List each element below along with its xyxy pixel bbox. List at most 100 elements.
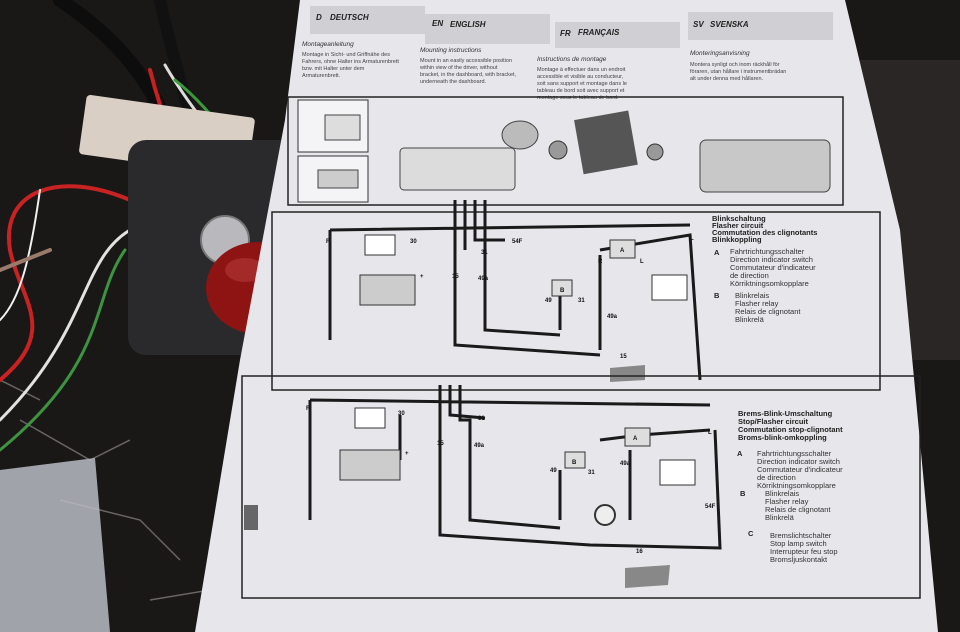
subtitle-en: Mounting instructions — [420, 47, 482, 54]
d1-legend-line: Fahrtrichtungsschalter — [730, 247, 805, 256]
d1-legend-key: B — [714, 291, 720, 300]
text-de-4: Armaturenbrett. — [302, 73, 341, 79]
d1-label: A — [620, 248, 625, 254]
d2-legend-line: Interrupteur feu stop — [770, 547, 838, 556]
d1-legend-key: A — [714, 248, 720, 257]
d2-legend-key: A — [737, 449, 743, 458]
d1-legend-line: Körriktningsomkopplare — [730, 279, 809, 288]
header-badge-de: D — [316, 13, 322, 22]
d2-legend-line: Commutateur d'indicateur — [757, 465, 843, 474]
d1-legend-line: Direction indicator switch — [730, 255, 813, 264]
d2-label: 49a — [620, 461, 631, 467]
d2-legend-line: Fahrtrichtungsschalter — [757, 449, 832, 458]
knob-highlight — [225, 258, 265, 282]
text-sv-2: föraren, utan hållare i instrumentbrädan — [690, 68, 786, 75]
d2-title: Brems-Blink-Umschaltung — [738, 409, 833, 418]
d1-title: Blinkkoppling — [712, 235, 762, 244]
header-language-en: ENGLISH — [450, 20, 486, 29]
d2-label: 16 — [636, 549, 643, 555]
d2-label: L — [708, 430, 712, 436]
d2-legend-line: de direction — [757, 473, 796, 482]
text-sv-3: alt under denna med hållaren. — [690, 75, 764, 82]
d1-label: 30 — [410, 239, 417, 245]
d1-legend-line: de direction — [730, 271, 769, 280]
d2-label: 49a — [474, 443, 485, 449]
d2-label: 54F — [705, 504, 716, 510]
subtitle-sv: Monteringsanvisning — [690, 50, 750, 57]
d1-label: 54F — [512, 239, 523, 245]
d2-label: B — [572, 460, 577, 466]
d1-label: 31 — [481, 250, 488, 256]
d1-label: B — [560, 288, 565, 294]
text-fr-5: montage sous le tableau de bord. — [537, 95, 619, 101]
d2-legend-line: Bremslichtschalter — [770, 531, 832, 540]
subtitle-fr: Instructions de montage — [537, 56, 607, 63]
text-sv-1: Montera synligt och inom räckhåll för — [690, 61, 780, 68]
header-language-fr: FRANÇAIS — [578, 28, 620, 37]
header-badge-fr: FR — [560, 29, 571, 38]
d2-label: 30 — [398, 411, 405, 417]
text-fr-1: Montage à effectuer dans un endroit — [537, 67, 626, 73]
d1-label: + — [420, 274, 424, 280]
d2-legend-line: Bromsljuskontakt — [770, 555, 828, 564]
d2-legend-line: Direction indicator switch — [757, 457, 840, 466]
d2-label: 31 — [478, 416, 485, 422]
d1-legend-line: Commutateur d'indicateur — [730, 263, 816, 272]
d2-label: A — [633, 436, 638, 442]
d1-label: L — [690, 236, 694, 242]
d2-legend-line: Blinkrelä — [765, 513, 795, 522]
text-en-2: within view of the driver, without — [419, 65, 498, 71]
d2-title: Broms-blink-omkoppling — [738, 433, 827, 442]
d1-label: L — [640, 259, 644, 265]
d1-label: R — [598, 259, 603, 265]
header-badge-en: EN — [432, 19, 443, 28]
text-en-4: underneath the dashboard. — [420, 79, 487, 85]
text-de-2: Fahrers, ohne Halter ins Armaturenbrett — [302, 59, 399, 65]
d1-legend-line: Blinkrelais — [735, 291, 769, 300]
d1-title: Commutation des clignotants — [712, 228, 817, 237]
mounting-illustration — [287, 96, 844, 206]
flasher-circuit-diagram: 30 31 54F 15 49a 49 31 49a R L R L 15 A … — [271, 200, 881, 391]
d2-legend-key: B — [740, 489, 746, 498]
text-en-1: Mount in an easily accessible position — [420, 58, 512, 64]
text-de-1: Montage in Sicht- und Griffnähe des — [302, 52, 390, 58]
d1-label: R — [326, 239, 331, 245]
d1-label: 49 — [545, 298, 552, 304]
d2-label: 49 — [550, 468, 557, 474]
d1-legend-line: Blinkrelä — [735, 315, 765, 324]
stop-flasher-circuit-diagram: 30 31 15 49a 49 31 49a R L 54F 16 A B + … — [241, 375, 921, 599]
d2-title: Commutation stop-clignotant — [738, 425, 843, 434]
text-fr-3: soit sans support et montage dans le — [537, 81, 627, 87]
d2-label: R — [306, 406, 311, 412]
d1-label: 49a — [478, 276, 489, 282]
d1-label: 15 — [620, 354, 627, 360]
d2-legend-line: Stop lamp switch — [770, 539, 827, 548]
d1-label: 31 — [578, 298, 585, 304]
d2-legend-line: Relais de clignotant — [765, 505, 831, 514]
d1-label: 49a — [607, 314, 618, 320]
header-badge-sv: SV — [693, 20, 704, 29]
d2-label: 15 — [437, 441, 444, 447]
text-de-3: bzw. mit Halter unter dem — [302, 66, 365, 72]
d1-title: Flasher circuit — [712, 221, 764, 230]
header-language-sv: SVENSKA — [710, 20, 749, 29]
text-fr-4: tableau de bord soit avec support et — [537, 88, 625, 94]
d2-legend-key: C — [748, 529, 754, 538]
d1-label: 15 — [452, 274, 459, 280]
d2-legend-line: Flasher relay — [765, 497, 809, 506]
d1-title: Blinkschaltung — [712, 214, 766, 223]
d1-legend-line: Flasher relay — [735, 299, 779, 308]
subtitle-de: Montageanleitung — [302, 41, 354, 48]
header-language-de: DEUTSCH — [330, 13, 369, 22]
d2-legend-line: Körriktningsomkopplare — [757, 481, 836, 490]
text-en-3: bracket, in the dashboard, with bracket, — [420, 72, 516, 78]
language-headers: D DEUTSCH EN ENGLISH FR FRANÇAIS SV SVEN… — [302, 6, 833, 101]
text-fr-2: accessible et visible au conducteur, — [537, 74, 624, 80]
d2-label: 31 — [588, 470, 595, 476]
d2-label: + — [405, 451, 409, 457]
d1-legend-line: Relais de clignotant — [735, 307, 801, 316]
d2-legend-line: Blinkrelais — [765, 489, 799, 498]
plastic-bag — [0, 458, 110, 632]
d2-title: Stop/Flasher circuit — [738, 417, 809, 426]
